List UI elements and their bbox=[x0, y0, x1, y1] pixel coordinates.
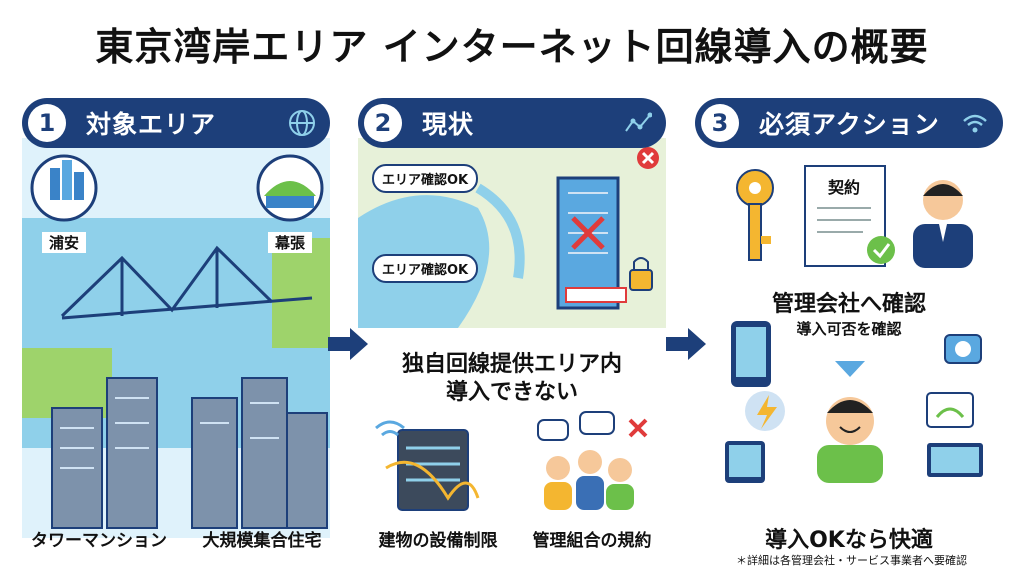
status-headline-2: 導入できない bbox=[445, 380, 578, 405]
server-rack-icon bbox=[385, 429, 480, 511]
current-status-panel: 2 現状 エリア確認OK エリア確認OK 独自回線提供エリア内 導入できない bbox=[358, 98, 666, 558]
header-label: 必須アクション bbox=[759, 110, 940, 139]
label-tower-mansion: タワーマンション bbox=[31, 531, 167, 551]
camera-icon bbox=[944, 334, 982, 364]
wifi-icon bbox=[375, 420, 405, 437]
people-group-icon bbox=[544, 450, 634, 510]
step-number: 2 bbox=[364, 104, 402, 142]
padlock-icon bbox=[629, 257, 653, 291]
flow-arrow bbox=[666, 328, 706, 360]
lightning-icon bbox=[745, 391, 785, 431]
result-text: 導入OKなら快適 bbox=[765, 528, 933, 553]
contract-label: 契約 bbox=[827, 178, 860, 197]
action-illustration-bottom bbox=[725, 321, 983, 483]
office-building bbox=[556, 176, 627, 310]
area-ok-badge-bottom: エリア確認OK bbox=[372, 254, 479, 283]
laptop-icon bbox=[927, 443, 983, 477]
bridge bbox=[60, 245, 313, 320]
target-area-panel: 1 対象エリア 浦安 幕張 タワーマンション 大規模集合住宅 bbox=[22, 98, 330, 558]
contract-document-icon bbox=[804, 165, 895, 267]
header-label: 対象エリア bbox=[86, 110, 217, 139]
restriction-illustrations bbox=[375, 411, 648, 511]
flow-arrow bbox=[328, 328, 368, 360]
speedometer-icon bbox=[926, 392, 974, 428]
action-headline: 管理会社へ確認 bbox=[771, 292, 926, 317]
footnote: ＊詳細は各管理会社・サービス事業者へ要確認 bbox=[736, 554, 967, 567]
status-headline-1: 独自回線提供エリア内 bbox=[401, 352, 622, 377]
happy-user-avatar bbox=[817, 397, 883, 483]
label-association-rules: 管理組合の規約 bbox=[532, 531, 652, 551]
globe-icon bbox=[289, 110, 315, 136]
chat-bubble-icon bbox=[537, 411, 615, 441]
place-urayasu: 浦安 bbox=[42, 232, 86, 253]
tower-buildings bbox=[51, 377, 328, 529]
label-large-housing: 大規模集合住宅 bbox=[202, 531, 322, 551]
place-makuhari: 幕張 bbox=[268, 232, 312, 253]
current-status-header: 2 現状 bbox=[358, 98, 666, 148]
action-illustration-top bbox=[736, 165, 973, 268]
required-action-header: 3 必須アクション bbox=[695, 98, 1003, 148]
key-icon bbox=[736, 169, 774, 261]
required-action-panel: 3 必須アクション 契約 管理会社へ確認 導 bbox=[695, 98, 1003, 558]
step-number: 3 bbox=[701, 104, 739, 142]
label-building-restriction: 建物の設備制限 bbox=[378, 531, 498, 551]
close-icon bbox=[628, 418, 648, 438]
wifi-icon bbox=[963, 114, 987, 133]
action-subline: 導入可否を確認 bbox=[796, 320, 902, 338]
target-area-illustration bbox=[22, 138, 330, 538]
page-title: 東京湾岸エリア インターネット回線導入の概要 bbox=[95, 25, 929, 69]
down-arrow-icon bbox=[835, 361, 865, 377]
header-label: 現状 bbox=[422, 110, 475, 139]
smartphone-icon bbox=[731, 321, 771, 387]
tablet-icon bbox=[725, 441, 765, 483]
manager-avatar bbox=[913, 180, 973, 268]
target-area-header: 1 対象エリア bbox=[22, 98, 330, 148]
step-number: 1 bbox=[28, 104, 66, 142]
line-graph-icon bbox=[625, 112, 652, 132]
area-ok-badge-top: エリア確認OK bbox=[372, 164, 479, 193]
